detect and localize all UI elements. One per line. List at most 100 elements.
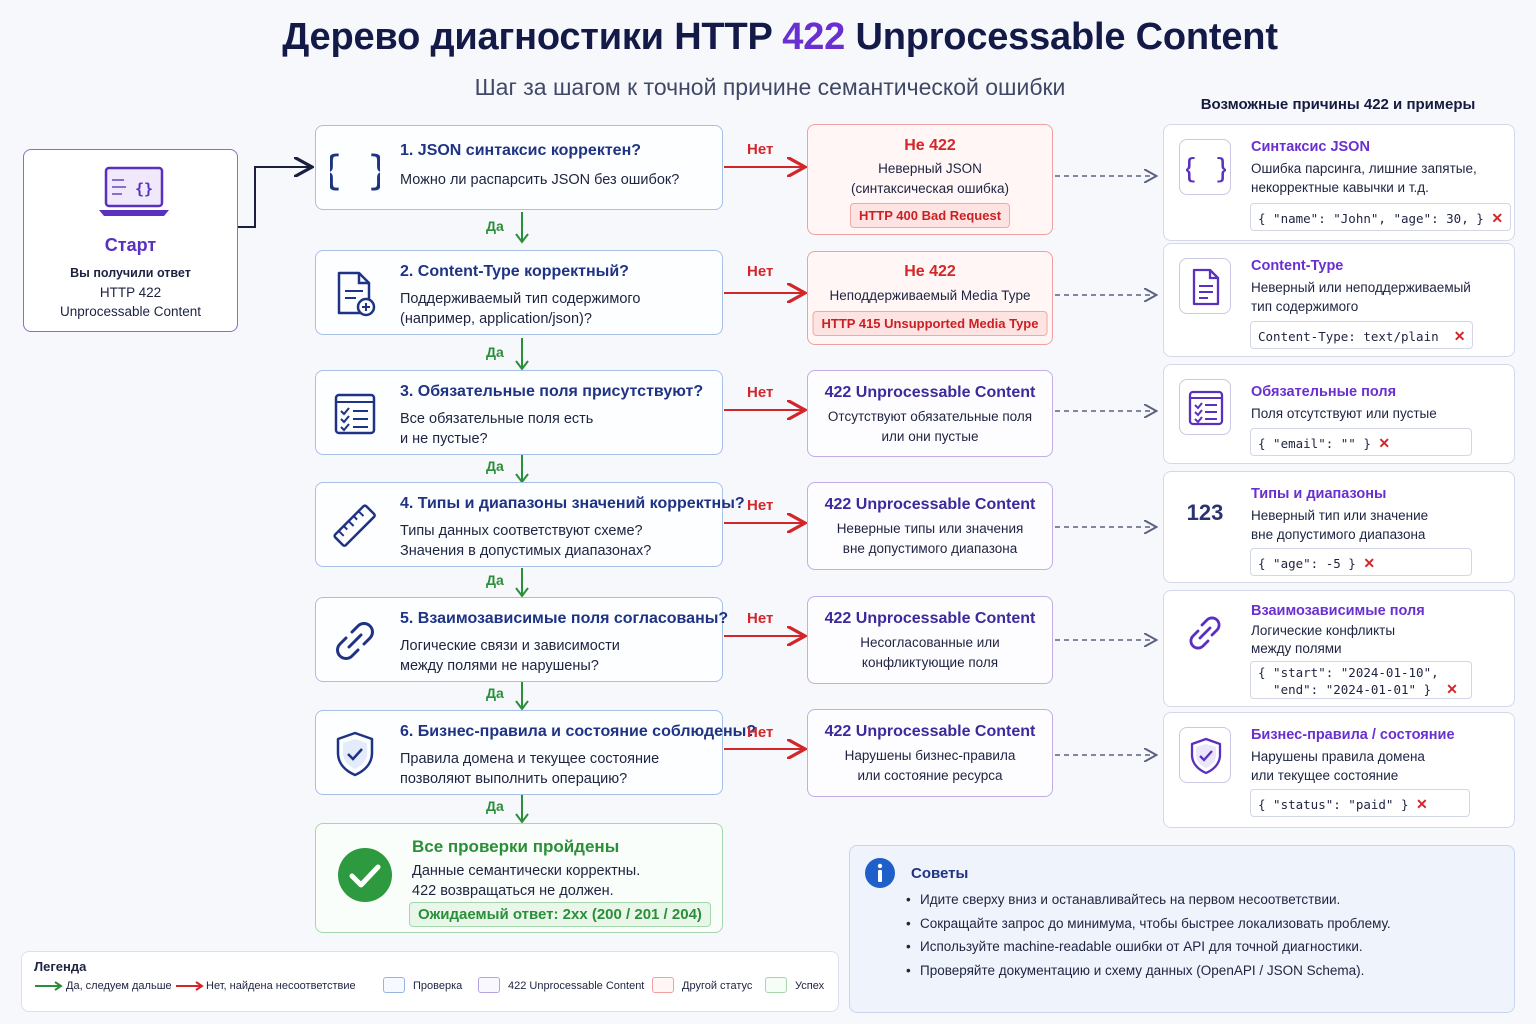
legend: Легенда Да, следуем дальше Нет, найдена …: [21, 951, 839, 1012]
yes-label-6: Да: [486, 798, 504, 814]
svg-text:{}: {}: [135, 180, 153, 198]
check-json-syntax: { } 1. JSON синтаксис корректен? Можно л…: [315, 125, 723, 210]
result-title: Не 422: [904, 137, 956, 154]
check-description: Поддерживаемый тип содержимого(например,…: [400, 291, 641, 327]
check-circle-icon: [338, 848, 392, 902]
legend-yes: Да, следуем дальше: [66, 980, 172, 992]
invalid-mark-icon: ✕: [1363, 555, 1376, 571]
no-label-4: Нет: [747, 497, 774, 514]
link-icon: [336, 622, 374, 660]
tip-item: Сокращайте запрос до минимума, чтобы быс…: [906, 912, 1391, 936]
title-suffix: Unprocessable Content: [845, 16, 1278, 58]
info-icon: [865, 858, 895, 888]
checklist-icon: [334, 393, 376, 435]
result-422-types: 422 Unprocessable Content Неверные типы …: [807, 482, 1053, 570]
check-description: Можно ли распарсить JSON без ошибок?: [400, 172, 680, 188]
no-arrows: [724, 167, 803, 749]
invalid-mark-icon: ✕: [1453, 328, 1466, 344]
no-label-1: Нет: [747, 141, 774, 158]
svg-text:{ }: { }: [1186, 152, 1226, 185]
cause-example-code: Content-Type: text/plain ✕: [1250, 321, 1474, 349]
laptop-code-icon: {}: [99, 166, 169, 216]
result-422-business: 422 Unprocessable Content Нарушены бизне…: [807, 709, 1053, 797]
cause-dependent-fields: Взаимозависимые поля Логические конфликт…: [1163, 590, 1515, 707]
legend-success: Успех: [795, 980, 825, 992]
yes-label-5: Да: [486, 685, 504, 701]
shield-check-icon: [1190, 737, 1222, 775]
invalid-mark-icon: ✕: [1416, 796, 1428, 812]
cause-title: Типы и диапазоны: [1251, 486, 1387, 502]
legend-422: 422 Unprocessable Content: [508, 980, 645, 992]
yes-label-4: Да: [486, 572, 504, 588]
braces-icon: { }: [1186, 152, 1226, 185]
shield-check-icon: [336, 731, 374, 777]
start-arrow: [238, 167, 310, 228]
tip-item: Идите сверху вниз и останавливайтесь на …: [906, 888, 1391, 912]
checklist-icon: [1188, 390, 1224, 426]
braces-icon: { }: [330, 148, 380, 194]
no-label-2: Нет: [747, 263, 774, 280]
result-title: 422 Unprocessable Content: [824, 610, 1036, 627]
invalid-mark-icon: ✕: [1378, 435, 1391, 451]
invalid-mark-icon: ✕: [1446, 681, 1458, 697]
start-line-1: Вы получили ответ: [70, 266, 191, 280]
legend-title: Легенда: [34, 959, 87, 974]
causes-heading: Возможные причины 422 и примеры: [1200, 96, 1476, 113]
tips-list: Идите сверху вниз и останавливайтесь на …: [906, 888, 1391, 982]
check-question: 2. Content-Type корректный?: [400, 263, 629, 280]
tip-item: Используйте machine-readable ошибки от A…: [906, 935, 1391, 959]
expected-response-badge: Ожидаемый ответ: 2xx (200 / 201 / 204): [409, 902, 711, 927]
start-line-2: HTTP 422: [99, 285, 162, 300]
result-422-required: 422 Unprocessable Content Отсутствуют об…: [807, 370, 1053, 457]
no-label-5: Нет: [747, 610, 774, 627]
cause-example-code: { "status": "paid" } ✕: [1250, 789, 1470, 817]
svg-text:{ }: { }: [330, 148, 380, 194]
cause-types-ranges: 123 Типы и диапазоны Неверный тип или зн…: [1163, 471, 1515, 583]
success-title: Все проверки пройдены: [412, 837, 620, 856]
legend-other: Другой статус: [682, 980, 753, 992]
document-plus-icon: [337, 271, 376, 317]
cause-description: Поля отсутствуют или пустые: [1251, 406, 1437, 421]
check-required-fields: 3. Обязательные поля присутствуют? Все о…: [315, 370, 723, 455]
result-not-422-media-type: Не 422 Неподдерживаемый Media Type HTTP …: [807, 251, 1053, 345]
legend-swatch-check: [383, 977, 405, 993]
yes-label-3: Да: [486, 458, 504, 474]
cause-example-code: { "age": -5 } ✕: [1250, 548, 1472, 576]
start-line-3: Unprocessable Content: [59, 304, 202, 319]
yes-label-2: Да: [486, 344, 504, 360]
legend-swatch-422: [478, 977, 500, 993]
cause-title: Взаимозависимые поля: [1251, 603, 1425, 619]
result-title: 422 Unprocessable Content: [824, 723, 1036, 740]
cause-description: Ошибка парсинга, лишние запятые,некоррек…: [1251, 161, 1477, 195]
document-icon: [1192, 268, 1220, 306]
check-question: 4. Типы и диапазоны значений корректны?: [400, 495, 745, 512]
success-card: Все проверки пройдены Данные семантическ…: [315, 823, 723, 933]
number-123-icon: 123: [1186, 500, 1224, 525]
cause-links: [1055, 176, 1155, 755]
legend-swatch-success: [765, 977, 787, 993]
cause-content-type: Content-Type Неверный или неподдерживаем…: [1163, 243, 1515, 357]
legend-no: Нет, найдена несоответствие: [206, 980, 356, 992]
result-not-422-json: Не 422 Неверный JSON(синтаксическая ошиб…: [807, 124, 1053, 235]
cause-title: Синтаксис JSON: [1251, 139, 1370, 155]
success-description: Данные семантически корректны.422 возвра…: [412, 863, 641, 899]
invalid-mark-icon: ✕: [1491, 210, 1504, 226]
start-card: {} Старт Вы получили ответ HTTP 422 Unpr…: [23, 149, 238, 332]
check-question: 6. Бизнес-правила и состояние соблюдены?: [400, 723, 757, 740]
legend-check: Проверка: [413, 980, 463, 992]
cause-required-fields: Обязательные поля Поля отсутствуют или п…: [1163, 364, 1515, 464]
yes-label-1: Да: [486, 218, 504, 234]
check-content-type: 2. Content-Type корректный? Поддерживаем…: [315, 250, 723, 335]
check-business-rules: 6. Бизнес-правила и состояние соблюдены?…: [315, 710, 757, 795]
cause-example-code: { "start": "2024-01-10", "end": "2024-01…: [1250, 661, 1472, 699]
